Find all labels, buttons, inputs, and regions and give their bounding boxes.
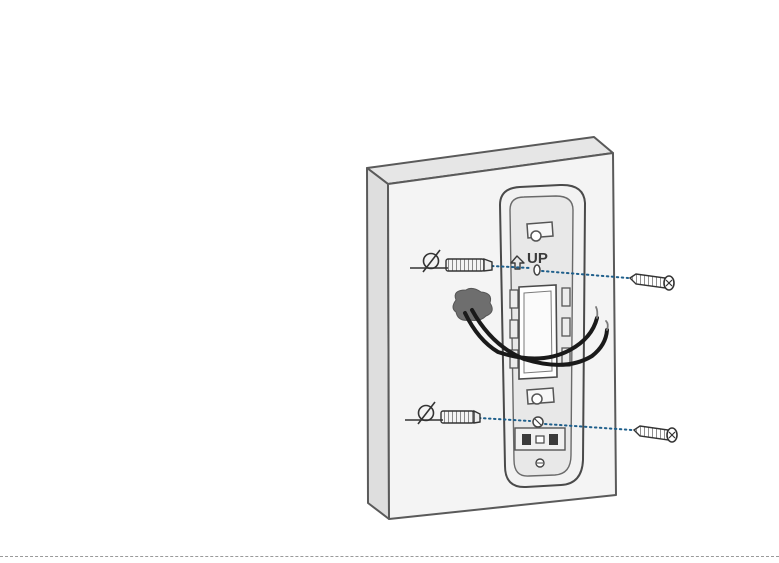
mounting-screw [630, 274, 674, 290]
wall-anchor [446, 259, 492, 271]
wall-side-edge [367, 168, 389, 519]
page-bottom-rule [0, 556, 779, 557]
wall-anchor [441, 411, 480, 423]
mounting-plate: UP [500, 185, 585, 487]
wire-hole [453, 288, 492, 320]
plate-top-hole [531, 231, 541, 241]
mounting-screw [634, 426, 677, 442]
plate-upper-screw-slot [534, 265, 540, 275]
plate-bottom-hole [532, 394, 542, 404]
